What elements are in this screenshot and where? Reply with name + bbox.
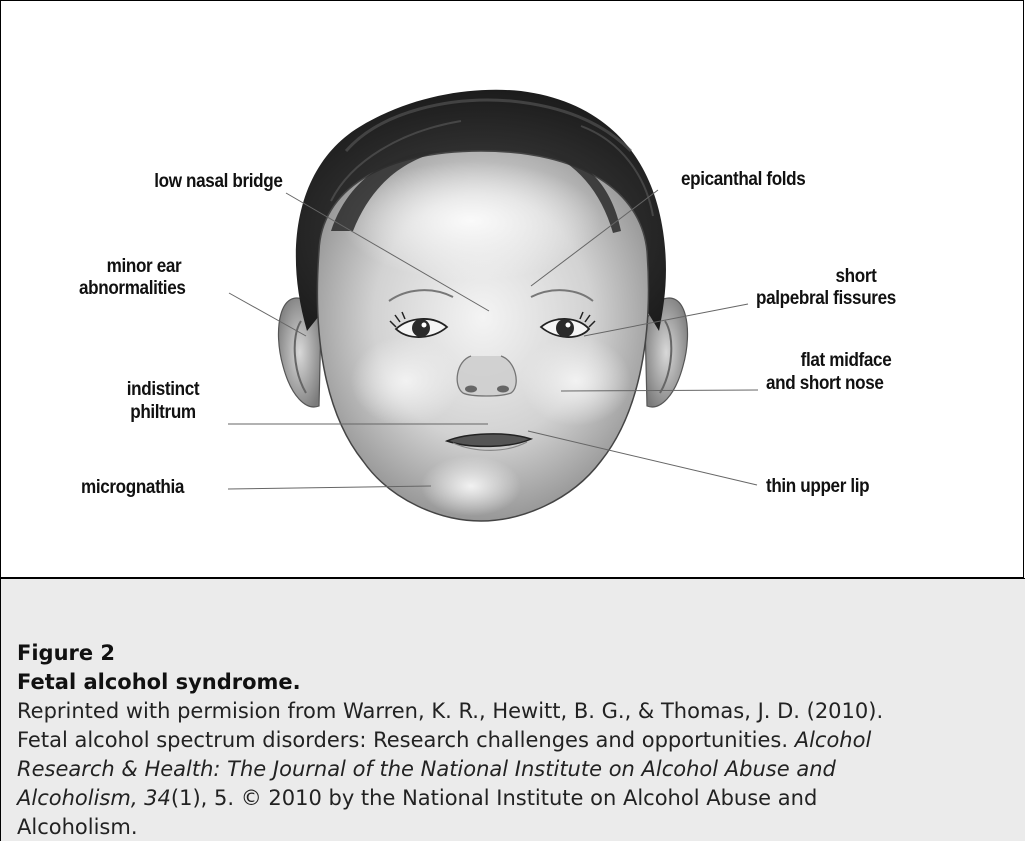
figure-title: Fetal alcohol syndrome. [17,668,1017,697]
caption-line-2-italic: Alcohol [795,728,872,752]
label-epicanthal-folds: epicanthal folds [681,169,805,191]
label-short-palpebral-line2: palpebral fissures [756,288,896,310]
caption-line-2-text: Fetal alcohol spectrum disorders: Resear… [17,728,795,752]
label-flat-midface-line1: flat midface [783,350,909,372]
label-micrognathia: micrognathia [81,477,184,499]
label-short-palpebral-line1: short [807,266,906,288]
label-minor-ear-line2: abnormalities [79,278,186,300]
caption-line-4-italic: Alcoholism, 34 [17,786,171,810]
caption-line-1: Reprinted with permision from Warren, K.… [17,697,1017,726]
caption-divider [0,578,1025,579]
label-flat-midface-line2: and short nose [766,373,884,395]
figure-caption: Figure 2 Fetal alcohol syndrome. Reprint… [0,578,1025,841]
figure-panel: low nasal bridge epicanthal folds minor … [0,0,1024,578]
caption-line-4: Alcoholism, 34(1), 5. © 2010 by the Nati… [17,784,1017,813]
caption-line-5: Alcoholism. [17,813,1017,842]
caption-line-3: Research & Health: The Journal of the Na… [17,755,1017,784]
caption-left-border [0,578,1,841]
caption-line-4-text: (1), 5. © 2010 by the National Institute… [171,786,817,810]
label-thin-upper-lip: thin upper lip [766,476,869,498]
label-minor-ear-line1: minor ear [95,256,194,278]
caption-line-3-italic: Research & Health: The Journal of the Na… [17,757,836,781]
label-low-nasal-bridge: low nasal bridge [154,171,282,193]
caption-body: Reprinted with permision from Warren, K.… [17,697,1017,842]
figure-label: Figure 2 [17,639,1017,668]
caption-line-2: Fetal alcohol spectrum disorders: Resear… [17,726,1017,755]
label-indistinct-line1: indistinct [114,379,213,401]
label-indistinct-line2: philtrum [114,402,213,424]
